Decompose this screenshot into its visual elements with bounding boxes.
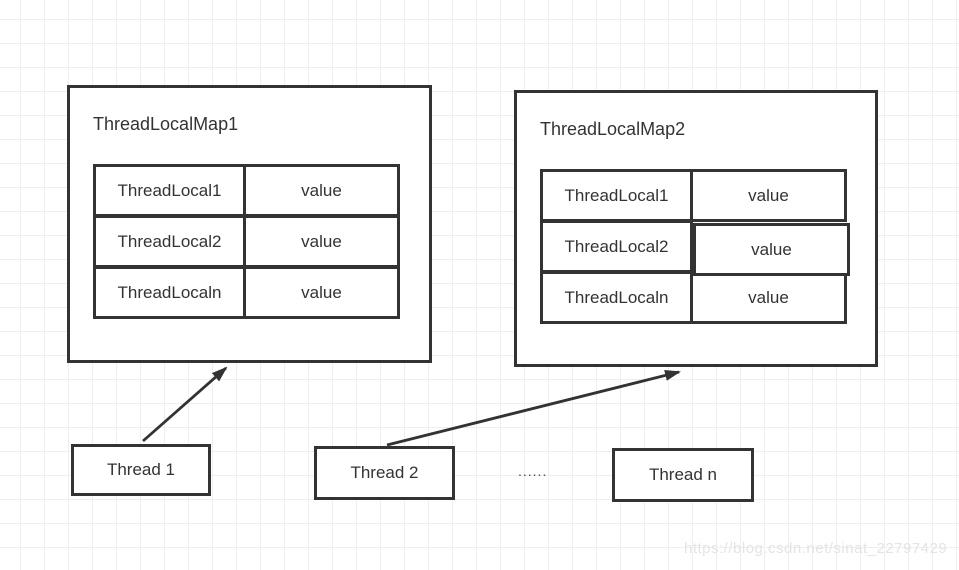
csdn-watermark: https://blog.csdn.net/sinat_22797429 — [684, 540, 948, 557]
thread2-label: Thread 2 — [350, 463, 419, 482]
arrow-thread2-to-map2-icon — [386, 370, 681, 447]
map2-row2-key: ThreadLocal2 — [540, 220, 693, 273]
thread-n-box: Thread n — [612, 448, 754, 502]
threadlocalmap1-box: ThreadLocalMap1 ThreadLocal1 value Threa… — [67, 85, 432, 363]
map2-row3-value: value — [690, 271, 847, 324]
map1-row2-value: value — [243, 215, 400, 268]
map1-title: ThreadLocalMap1 — [93, 114, 239, 134]
map1-table: ThreadLocal1 value ThreadLocal2 value Th… — [93, 164, 400, 319]
table-row: ThreadLocal2 value — [93, 215, 400, 268]
table-row: ThreadLocaln value — [93, 266, 400, 319]
map2-row2-value: value — [693, 223, 850, 276]
map1-row2-key: ThreadLocal2 — [93, 215, 246, 268]
thread2-box: Thread 2 — [314, 446, 455, 500]
threadlocalmap2-box: ThreadLocalMap2 ThreadLocal1 value Threa… — [514, 90, 878, 367]
map1-row1-value: value — [243, 164, 400, 217]
map2-table: ThreadLocal1 value ThreadLocal2 value Th… — [540, 169, 850, 324]
ellipsis-dots: ...... — [518, 463, 548, 479]
arrow-thread1-to-map1-icon — [142, 366, 228, 443]
table-row: ThreadLocal1 value — [93, 164, 400, 217]
map1-row3-key: ThreadLocaln — [93, 266, 246, 319]
table-row: ThreadLocal1 value — [540, 169, 847, 222]
map2-row1-key: ThreadLocal1 — [540, 169, 693, 222]
map2-row3-key: ThreadLocaln — [540, 271, 693, 324]
table-row: ThreadLocaln value — [540, 271, 847, 324]
map2-row1-value: value — [690, 169, 847, 222]
map1-row1-key: ThreadLocal1 — [93, 164, 246, 217]
map1-row3-value: value — [243, 266, 400, 319]
table-row: ThreadLocal2 value — [540, 220, 850, 276]
thread1-label: Thread 1 — [106, 460, 176, 479]
thread1-box: Thread 1 — [71, 444, 211, 496]
map2-title: ThreadLocalMap2 — [540, 119, 686, 139]
thread-n-label: Thread n — [648, 465, 718, 484]
